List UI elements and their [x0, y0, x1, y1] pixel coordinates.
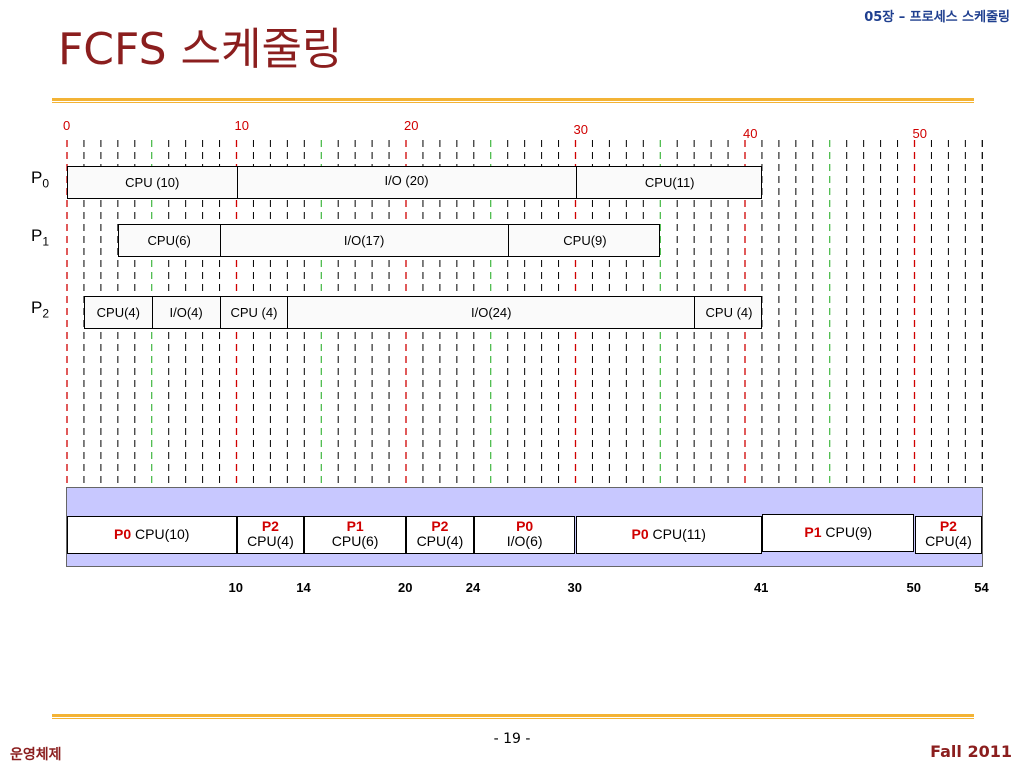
segment-label: CPU(9)	[563, 233, 607, 248]
bottom-divider	[52, 714, 974, 720]
gantt-block-label: CPU(11)	[652, 526, 706, 542]
chapter-title: 장 – 프로세스 스케줄링	[882, 10, 1010, 25]
process-segment: I/O(4)	[153, 297, 221, 328]
time-label: 54	[974, 580, 989, 595]
gantt-block-label: CPU(6)	[331, 533, 379, 549]
gantt-block: P0 CPU(11)	[575, 516, 762, 554]
process-subscript: 2	[42, 306, 50, 321]
segment-label: CPU(11)	[644, 175, 695, 190]
page-number: - 19 -	[493, 731, 531, 747]
gantt-block: P0 CPU(10)	[67, 516, 237, 554]
segment-label: CPU (10)	[125, 175, 180, 190]
process-bar: CPU(4) I/O(4) CPU (4) I/O(24) CPU (4)	[83, 296, 763, 329]
chapter-number: 05	[864, 10, 883, 25]
process-bar: CPU(6) I/O(17) CPU(9)	[117, 224, 662, 257]
gantt-process-name: P1	[804, 524, 822, 540]
segment-label: I/O(17)	[343, 233, 385, 248]
time-label: 50	[906, 580, 921, 595]
tick-label: 50	[912, 126, 927, 141]
gantt-block: P1 CPU(9)	[761, 514, 915, 552]
tick-label: 20	[404, 118, 419, 133]
gantt-block-label: CPU(10)	[135, 526, 190, 542]
gantt-block-label: I/O(6)	[506, 533, 543, 549]
process-bar: CPU (10) I/O (20) CPU(11)	[67, 166, 762, 199]
top-divider	[52, 98, 974, 104]
segment-label: CPU (4)	[230, 305, 278, 320]
gantt-process-name: P2	[431, 518, 449, 534]
time-label: 24	[465, 580, 481, 595]
segment-label: I/O (20)	[384, 173, 429, 188]
process-segment: CPU (4)	[221, 297, 289, 328]
process-segment: CPU (4)	[695, 297, 763, 328]
process-segment: I/O(17)	[221, 225, 509, 256]
gantt-process-name: P0	[631, 526, 649, 542]
process-name: P	[31, 226, 43, 245]
gantt-block-label: CPU(4)	[247, 533, 294, 549]
segment-label: I/O(4)	[169, 305, 203, 320]
time-label: 10	[228, 580, 243, 595]
gantt-block-label: CPU(4)	[416, 533, 464, 549]
gantt-process-name: P2	[261, 518, 279, 534]
process-segment: CPU(9)	[509, 225, 662, 256]
process-segment: CPU(6)	[119, 225, 221, 256]
time-label: 20	[398, 580, 413, 595]
process-segment: I/O (20)	[238, 167, 577, 198]
tick-label: 40	[743, 126, 758, 141]
segment-label: CPU(6)	[147, 233, 191, 248]
segment-label: CPU (4)	[705, 305, 753, 320]
gantt-block-label: CPU(4)	[925, 533, 972, 549]
page-title: FCFS 스케줄링	[58, 24, 343, 75]
process-name: P	[31, 168, 43, 187]
process-segment: CPU(11)	[577, 167, 763, 198]
process-label: P2	[31, 298, 49, 320]
time-label: 30	[567, 580, 582, 595]
gantt-process-name: P0	[114, 526, 132, 542]
process-label: P0	[31, 168, 49, 190]
process-segment: CPU (10)	[68, 167, 238, 198]
process-subscript: 1	[42, 234, 50, 249]
gantt-process-name: P1	[346, 518, 364, 534]
segment-label: CPU(4)	[96, 305, 140, 320]
time-label: 41	[753, 580, 769, 595]
gantt-process-name: P2	[939, 518, 957, 534]
tick-label: 30	[573, 122, 588, 137]
process-segment: CPU(4)	[85, 297, 153, 328]
process-label: P1	[31, 226, 49, 248]
segment-label: I/O(24)	[470, 305, 512, 320]
gantt-process-name: P0	[516, 518, 534, 534]
process-name: P	[31, 298, 43, 317]
process-subscript: 0	[42, 176, 50, 191]
tick-label: 0	[63, 118, 71, 133]
gantt-block-label: CPU(9)	[825, 524, 873, 540]
semester: Fall 2011	[930, 742, 1012, 761]
tick-label: 10	[234, 118, 249, 133]
process-segment: I/O(24)	[288, 297, 696, 328]
time-label: 14	[296, 580, 311, 595]
course-name: 운영체제	[10, 747, 62, 763]
chapter-heading: 05장 – 프로세스 스케줄링	[864, 6, 1010, 25]
